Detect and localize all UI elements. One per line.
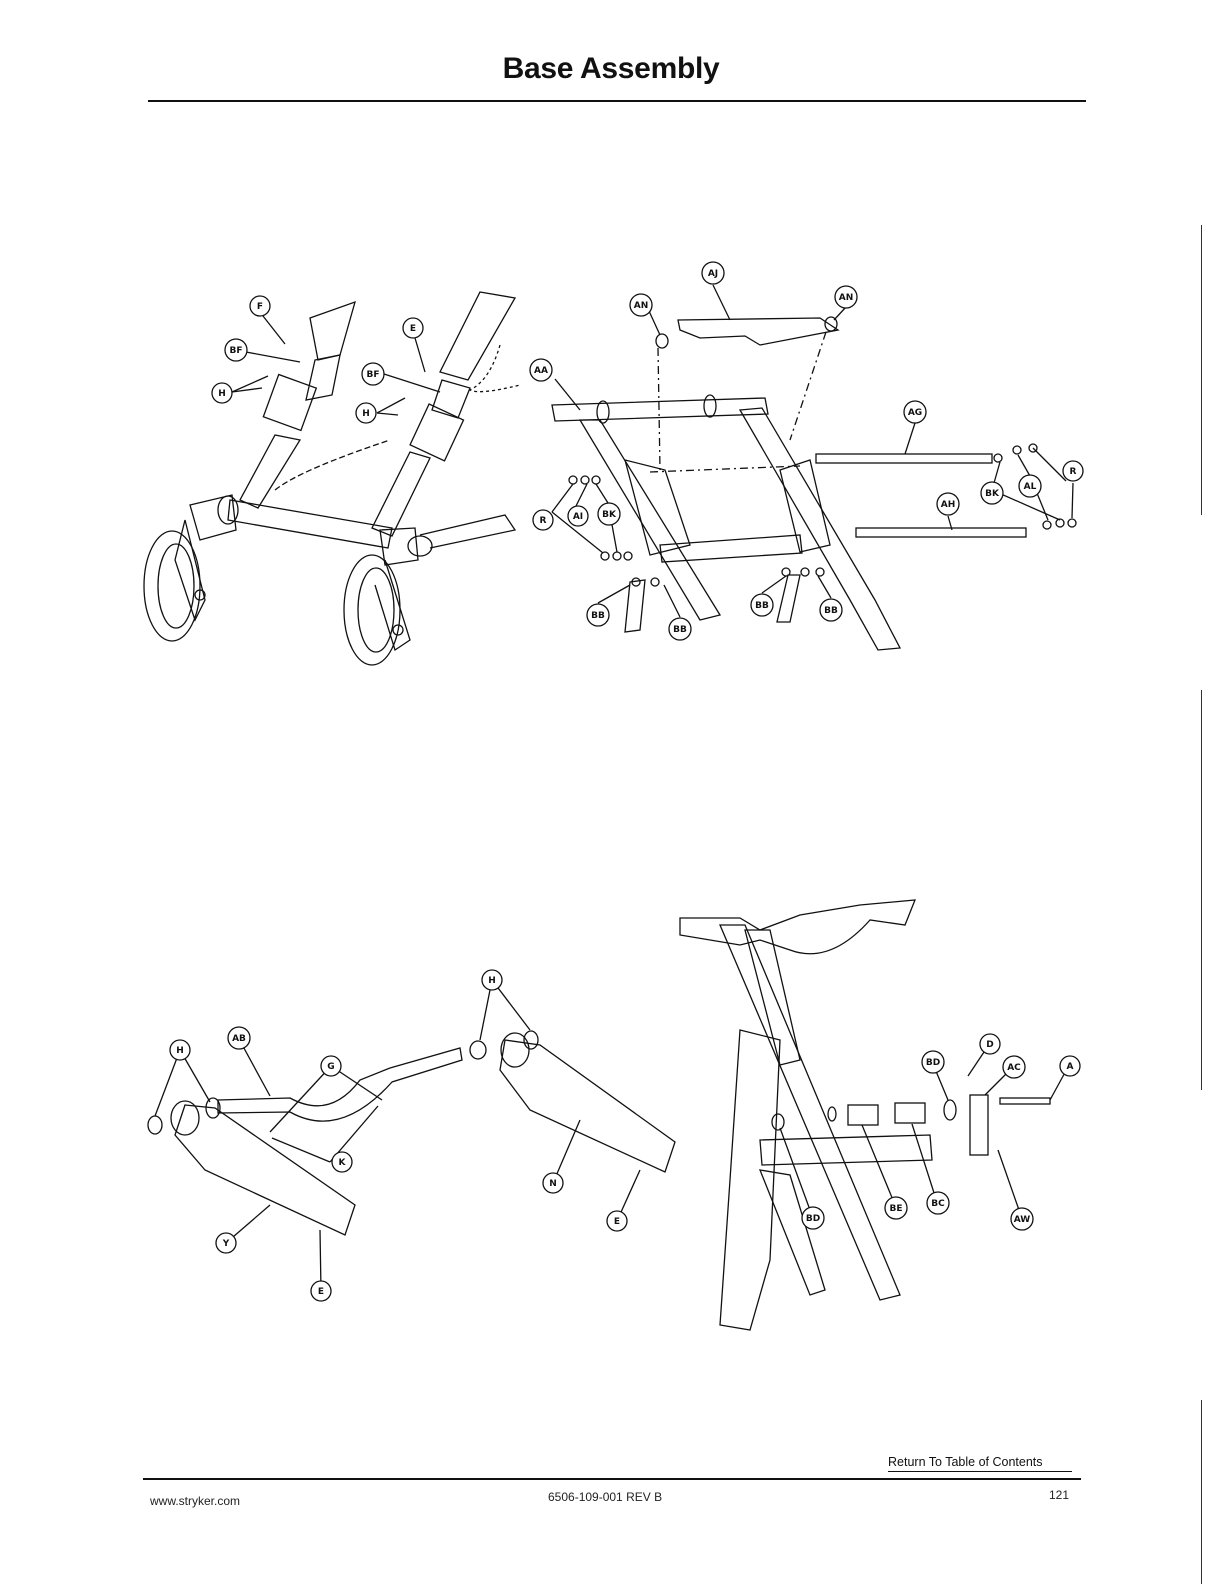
svg-text:K: K xyxy=(339,1158,347,1168)
callout-ab: AB xyxy=(228,1027,250,1049)
callout-d: D xyxy=(980,1034,1000,1054)
footer-website: www.stryker.com xyxy=(150,1494,240,1508)
callout-h: H xyxy=(212,383,232,403)
callout-h: H xyxy=(482,970,502,990)
svg-text:AG: AG xyxy=(908,408,922,418)
scan-edge-mark xyxy=(1201,690,1202,1090)
svg-text:BF: BF xyxy=(366,370,379,380)
svg-text:BB: BB xyxy=(591,611,605,621)
callout-aa: AA xyxy=(530,359,552,381)
svg-text:Y: Y xyxy=(222,1239,230,1249)
svg-text:BB: BB xyxy=(673,625,687,635)
footer-divider xyxy=(143,1478,1081,1480)
svg-text:BC: BC xyxy=(931,1199,945,1209)
svg-text:BD: BD xyxy=(806,1214,820,1224)
callout-h: H xyxy=(170,1040,190,1060)
callout-an: AN xyxy=(835,286,857,308)
footer-doc-number: 6506-109-001 REV B xyxy=(548,1490,662,1504)
callout-be: BE xyxy=(885,1197,907,1219)
callout-ag: AG xyxy=(904,401,926,423)
callout-bc: BC xyxy=(927,1192,949,1214)
svg-text:E: E xyxy=(318,1287,324,1297)
svg-text:BB: BB xyxy=(824,606,838,616)
callout-al: AL xyxy=(1019,475,1041,497)
callout-g: G xyxy=(321,1056,341,1076)
callout-bb: BB xyxy=(669,618,691,640)
svg-text:AB: AB xyxy=(232,1034,246,1044)
callout-bb: BB xyxy=(751,594,773,616)
callout-e: E xyxy=(607,1211,627,1231)
svg-text:H: H xyxy=(176,1046,184,1056)
callout-bb: BB xyxy=(820,599,842,621)
svg-text:BD: BD xyxy=(926,1058,940,1068)
callout-bk: BK xyxy=(598,503,620,525)
svg-text:H: H xyxy=(488,976,496,986)
svg-text:AH: AH xyxy=(941,500,956,510)
footer-page-number: 121 xyxy=(1049,1488,1069,1502)
svg-text:H: H xyxy=(362,409,370,419)
callout-r: R xyxy=(1063,461,1083,481)
callout-h: H xyxy=(356,403,376,423)
toc-link-underline xyxy=(888,1471,1072,1472)
svg-text:D: D xyxy=(986,1040,993,1050)
callout-f: F xyxy=(250,296,270,316)
svg-text:N: N xyxy=(549,1179,557,1189)
svg-text:BF: BF xyxy=(229,346,242,356)
svg-text:H: H xyxy=(218,389,226,399)
svg-text:AW: AW xyxy=(1014,1215,1031,1225)
callout-r: R xyxy=(533,510,553,530)
svg-text:E: E xyxy=(410,324,416,334)
callout-a: A xyxy=(1060,1056,1080,1076)
svg-text:BB: BB xyxy=(755,601,769,611)
svg-text:E: E xyxy=(614,1217,620,1227)
callout-ai: AI xyxy=(568,506,588,526)
callout-bf: BF xyxy=(225,339,247,361)
callout-aj: AJ xyxy=(702,262,724,284)
svg-text:F: F xyxy=(257,302,263,312)
frame-drawing xyxy=(552,285,1076,650)
callout-k: K xyxy=(332,1152,352,1172)
svg-text:AI: AI xyxy=(573,512,583,522)
frame-detail-drawing xyxy=(680,900,1068,1330)
scan-edge-mark xyxy=(1201,225,1202,515)
svg-text:AN: AN xyxy=(634,301,649,311)
callout-bb: BB xyxy=(587,604,609,626)
callout-y: Y xyxy=(216,1233,236,1253)
callout-aw: AW xyxy=(1011,1208,1033,1230)
svg-text:AN: AN xyxy=(839,293,854,303)
svg-text:BE: BE xyxy=(889,1204,902,1214)
svg-text:A: A xyxy=(1067,1062,1074,1072)
svg-text:BK: BK xyxy=(985,489,1000,499)
svg-text:AL: AL xyxy=(1024,482,1037,492)
caster-base-drawing xyxy=(144,292,520,665)
svg-text:R: R xyxy=(1070,467,1077,477)
callout-ah: AH xyxy=(937,493,959,515)
svg-text:R: R xyxy=(540,516,547,526)
callout-e: E xyxy=(403,318,423,338)
svg-text:BK: BK xyxy=(602,510,617,520)
svg-text:AC: AC xyxy=(1007,1063,1021,1073)
callout-n: N xyxy=(543,1173,563,1193)
svg-text:AJ: AJ xyxy=(708,269,718,279)
return-to-toc-link[interactable]: Return To Table of Contents xyxy=(888,1455,1043,1469)
scan-edge-mark xyxy=(1201,1400,1202,1584)
callout-ac: AC xyxy=(1003,1056,1025,1078)
callout-bd: BD xyxy=(802,1207,824,1229)
svg-text:AA: AA xyxy=(534,366,548,376)
svg-text:G: G xyxy=(327,1062,334,1072)
callout-bk: BK xyxy=(981,482,1003,504)
callout-bd: BD xyxy=(922,1051,944,1073)
callout-e: E xyxy=(311,1281,331,1301)
callout-an: AN xyxy=(630,294,652,316)
callout-bf: BF xyxy=(362,363,384,385)
